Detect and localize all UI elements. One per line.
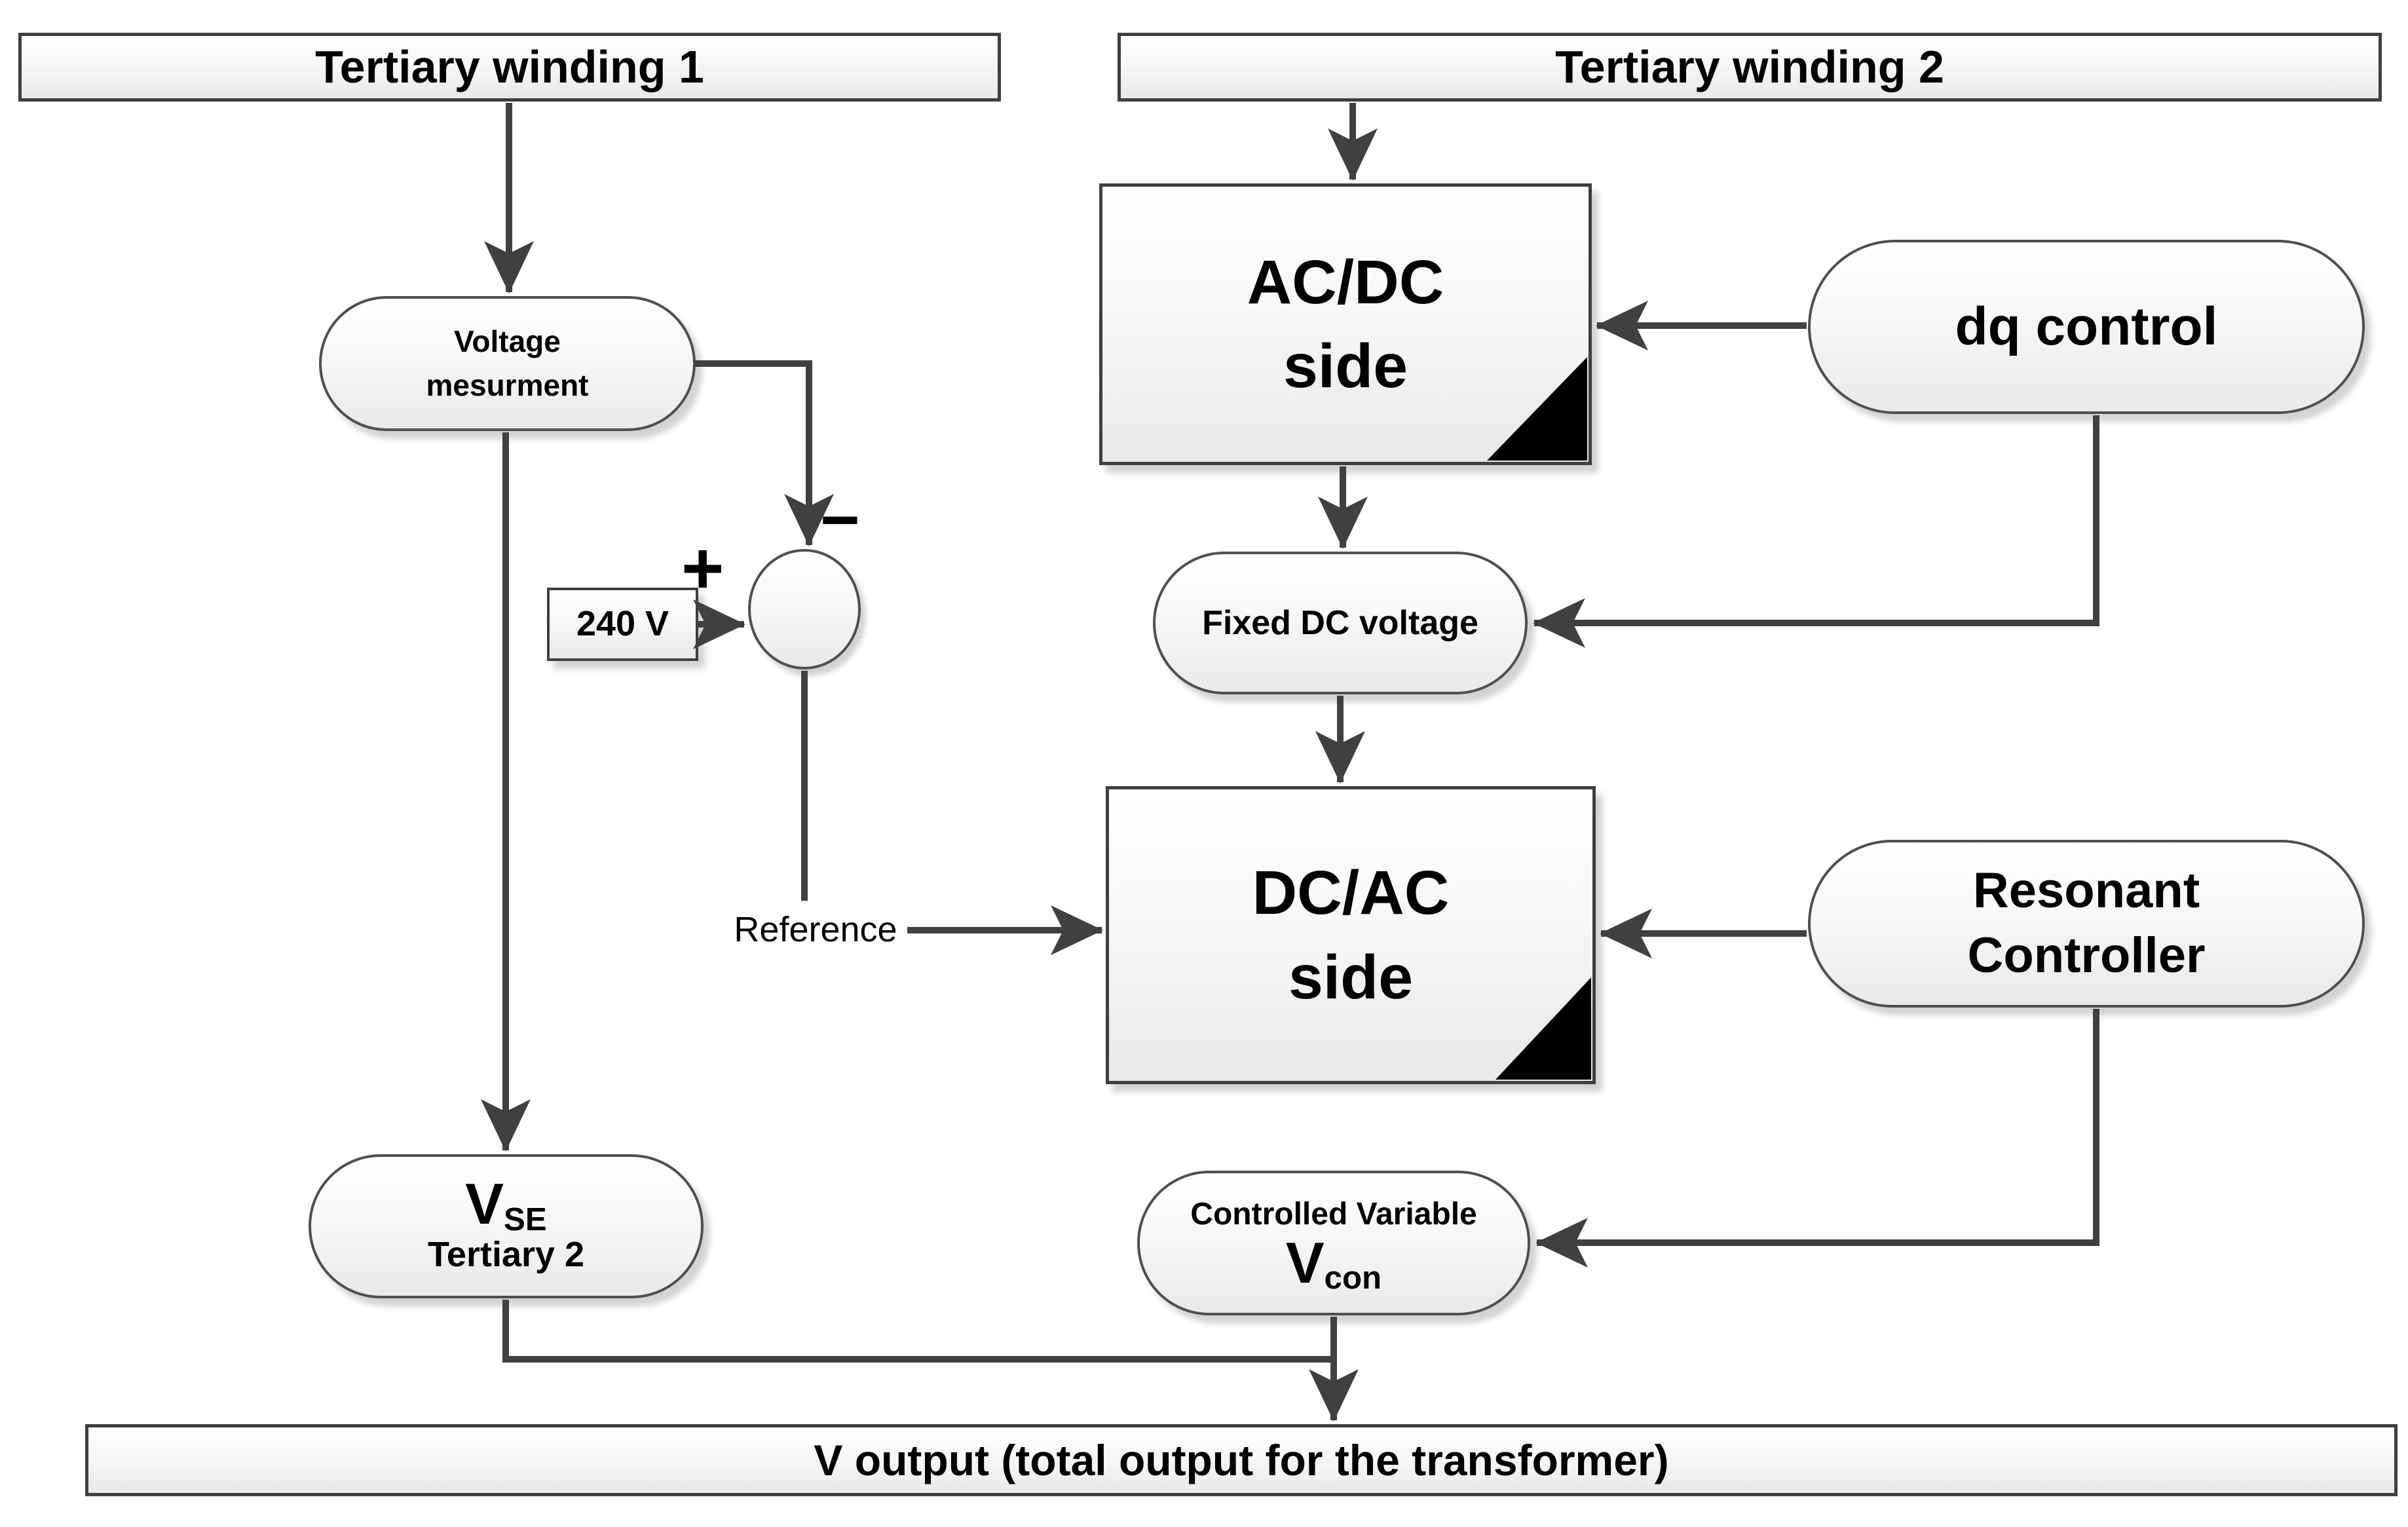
reference-text: Reference — [734, 910, 897, 949]
voltage-measurement-line1: Voltage — [454, 324, 561, 359]
v-con-subscript: con — [1324, 1260, 1382, 1296]
ac-dc-side-box: AC/DC side — [1099, 183, 1592, 465]
setpoint-240v-box: 240 V — [547, 588, 698, 661]
tertiary-winding-1-box: Tertiary winding 1 — [18, 33, 1001, 102]
reference-label: Reference — [717, 909, 914, 950]
v-se-line2: Tertiary 2 — [427, 1235, 585, 1275]
v-con-symbol: V — [1285, 1230, 1325, 1295]
fixed-dc-voltage-label: Fixed DC voltage — [1202, 603, 1478, 642]
fixed-dc-voltage-node: Fixed DC voltage — [1153, 552, 1528, 694]
tertiary-winding-2-label: Tertiary winding 2 — [1555, 41, 1944, 92]
tertiary-winding-2-box: Tertiary winding 2 — [1118, 33, 2382, 102]
voltage-measurement-node: Voltage mesurment — [319, 296, 696, 431]
dq-control-label: dq control — [1955, 296, 2218, 356]
summing-junction — [748, 549, 861, 669]
v-se-symbol: V — [465, 1171, 504, 1237]
v-con-node: Controlled Variable V con — [1137, 1171, 1530, 1315]
resonant-controller-node: Resonant Controller — [1808, 840, 2365, 1008]
dq-control-node: dq control — [1808, 240, 2365, 414]
v-se-tertiary2-node: V SE Tertiary 2 — [309, 1154, 704, 1298]
v-se-subscript: SE — [503, 1201, 547, 1237]
v-con-symbol-line: V con — [1285, 1230, 1382, 1296]
dc-ac-line1: DC/AC — [1252, 858, 1450, 928]
summing-plus-sign: + — [681, 532, 724, 605]
summing-minus-sign: − — [820, 486, 860, 554]
resonant-line2: Controller — [1967, 928, 2206, 983]
arrow-resonant-to-v-con — [1535, 1009, 2099, 1268]
v-con-line1: Controlled Variable — [1190, 1196, 1477, 1232]
voltage-measurement-line2: mesurment — [426, 368, 589, 402]
v-se-symbol-line: V SE — [465, 1171, 547, 1237]
dc-ac-line2: side — [1288, 942, 1414, 1012]
setpoint-240v-label: 240 V — [576, 604, 669, 644]
arrow-dq-control-to-fixed-dc — [1533, 415, 2099, 648]
tertiary-winding-1-label: Tertiary winding 1 — [315, 41, 704, 92]
v-output-label: V output (total output for the transform… — [814, 1435, 1669, 1484]
v-output-box: V output (total output for the transform… — [85, 1424, 2398, 1496]
ac-dc-line2: side — [1283, 331, 1408, 401]
dc-ac-side-box: DC/AC side — [1106, 786, 1596, 1084]
minus-sign-glyph: − — [820, 482, 860, 558]
ac-dc-line1: AC/DC — [1247, 247, 1444, 317]
arrow-voltage-measurement-to-sum — [694, 360, 834, 546]
resonant-line1: Resonant — [1972, 863, 2200, 919]
plus-sign-glyph: + — [681, 527, 724, 609]
